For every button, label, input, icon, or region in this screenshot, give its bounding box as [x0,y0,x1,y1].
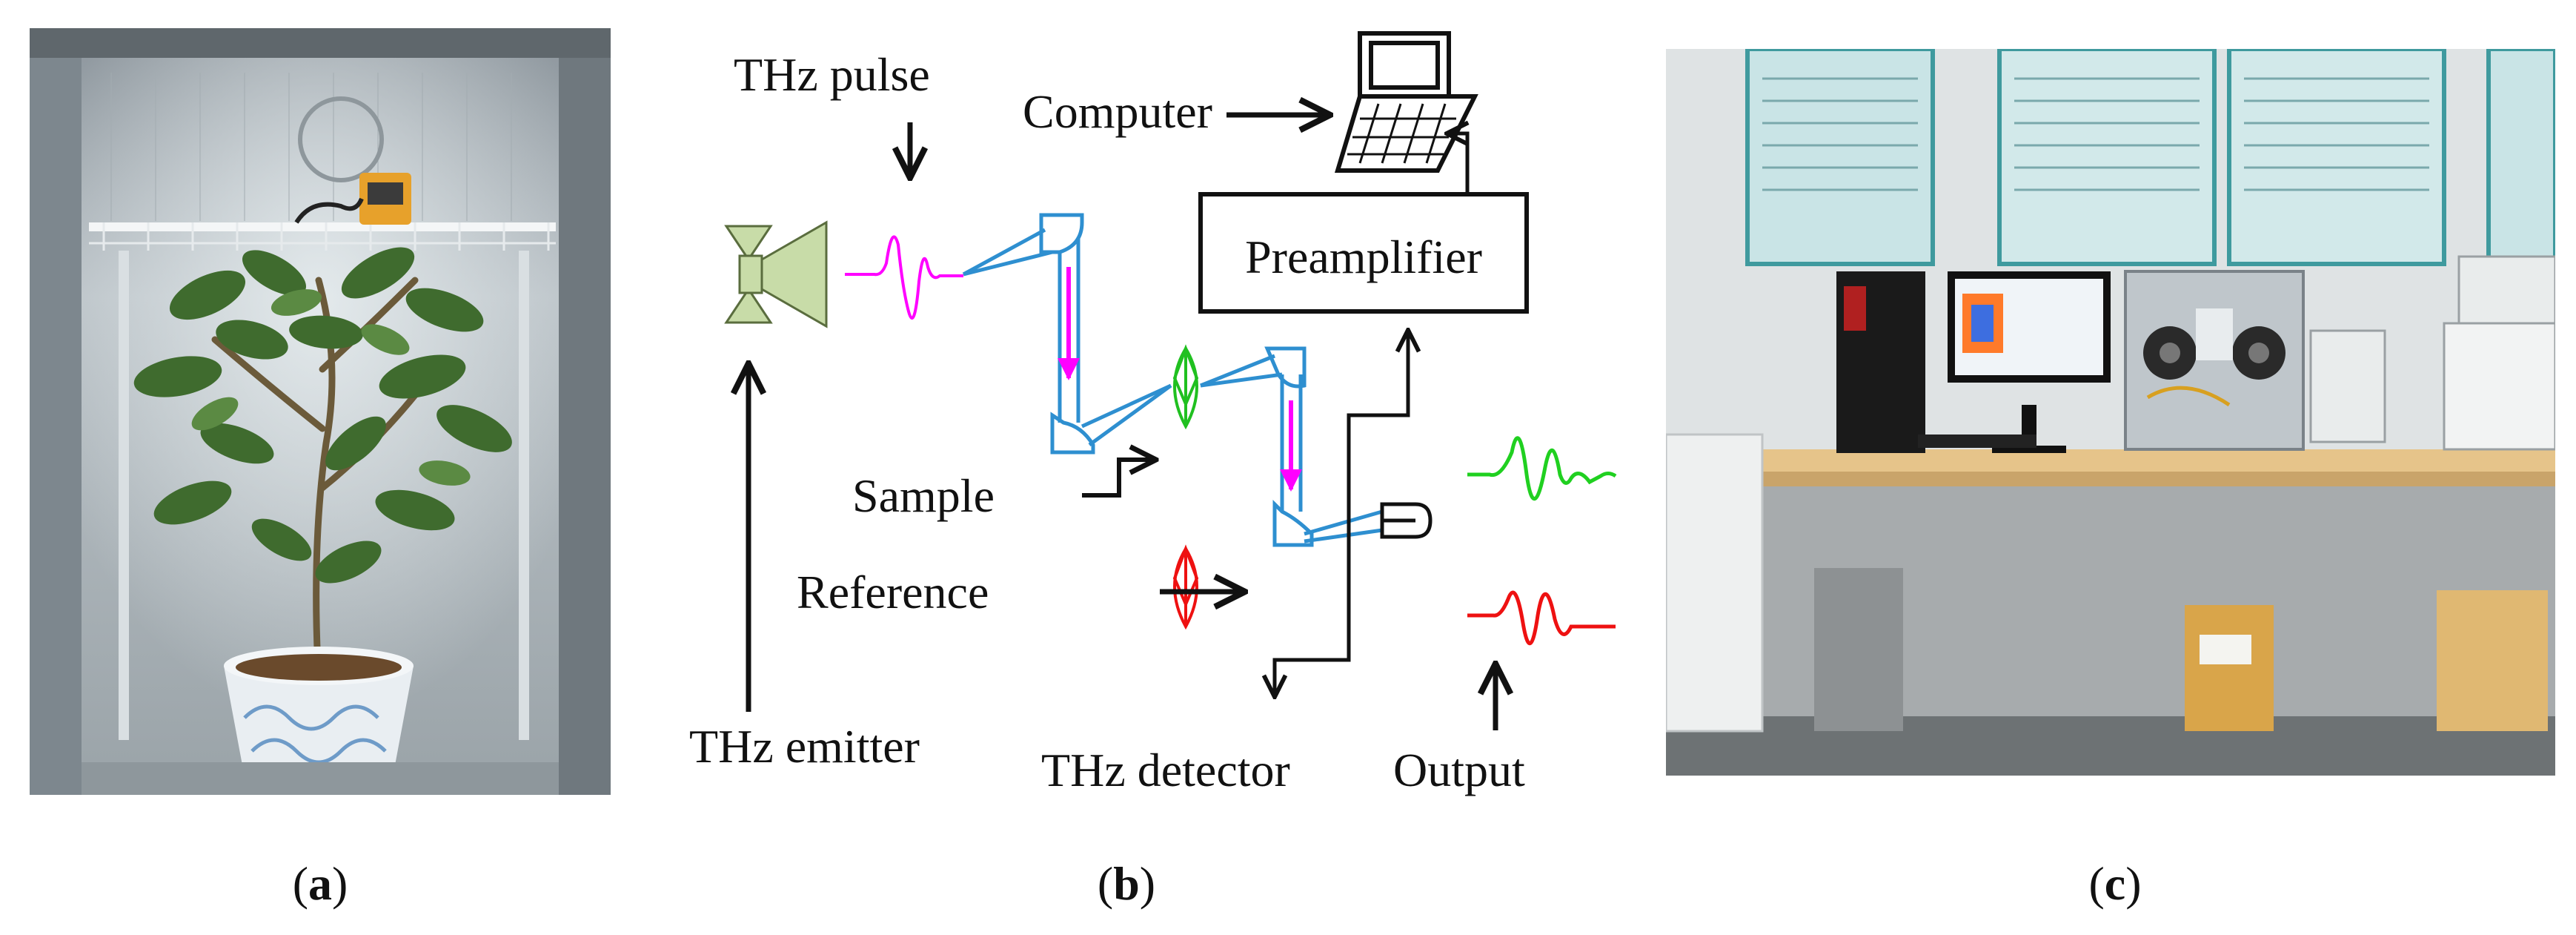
label-thz-pulse: THz pulse [734,48,930,101]
caption-a-close: ) [332,857,348,910]
thz-pulse-waveform [845,235,963,320]
sample-lens-icon [1172,344,1199,430]
thz-system-diagram: THz pulse Computer Sample Reference THz … [667,0,1690,816]
caption-c: (c) [2026,856,2204,911]
laptop-icon [1334,31,1478,173]
label-thz-emitter: THz emitter [689,720,920,773]
caption-a-letter: a [308,857,332,910]
caption-a: (a) [231,856,409,911]
connector-detector-preamp [1347,330,1408,521]
thz-detector-icon [1380,502,1433,539]
beam-path [962,213,1383,547]
connector-preamp-computer [1447,133,1470,194]
label-output: Output [1393,744,1525,796]
photo-growth-chamber [30,28,611,795]
photo-laboratory [1666,49,2555,776]
caption-c-close: ) [2125,857,2142,910]
label-sample: Sample [852,469,995,522]
reference-lens-icon [1172,544,1199,630]
output-waveform-sample [1467,436,1617,501]
caption-a-open: ( [292,857,308,910]
caption-b: (b) [1038,856,1215,911]
label-preamplifier: Preamplifier [1245,231,1482,283]
thz-emitter-icon [724,220,828,328]
label-reference: Reference [797,566,989,618]
arrow-sample [1082,460,1156,498]
caption-b-letter: b [1113,857,1140,910]
arrow-thz-detector [1275,521,1351,697]
label-computer: Computer [1023,85,1212,138]
caption-c-letter: c [2104,857,2126,910]
label-thz-detector: THz detector [1041,744,1290,796]
preamplifier-box [1198,192,1529,314]
caption-b-open: ( [1097,857,1114,910]
caption-b-close: ) [1139,857,1156,910]
caption-c-open: ( [2088,857,2105,910]
output-waveform-reference [1467,590,1616,645]
